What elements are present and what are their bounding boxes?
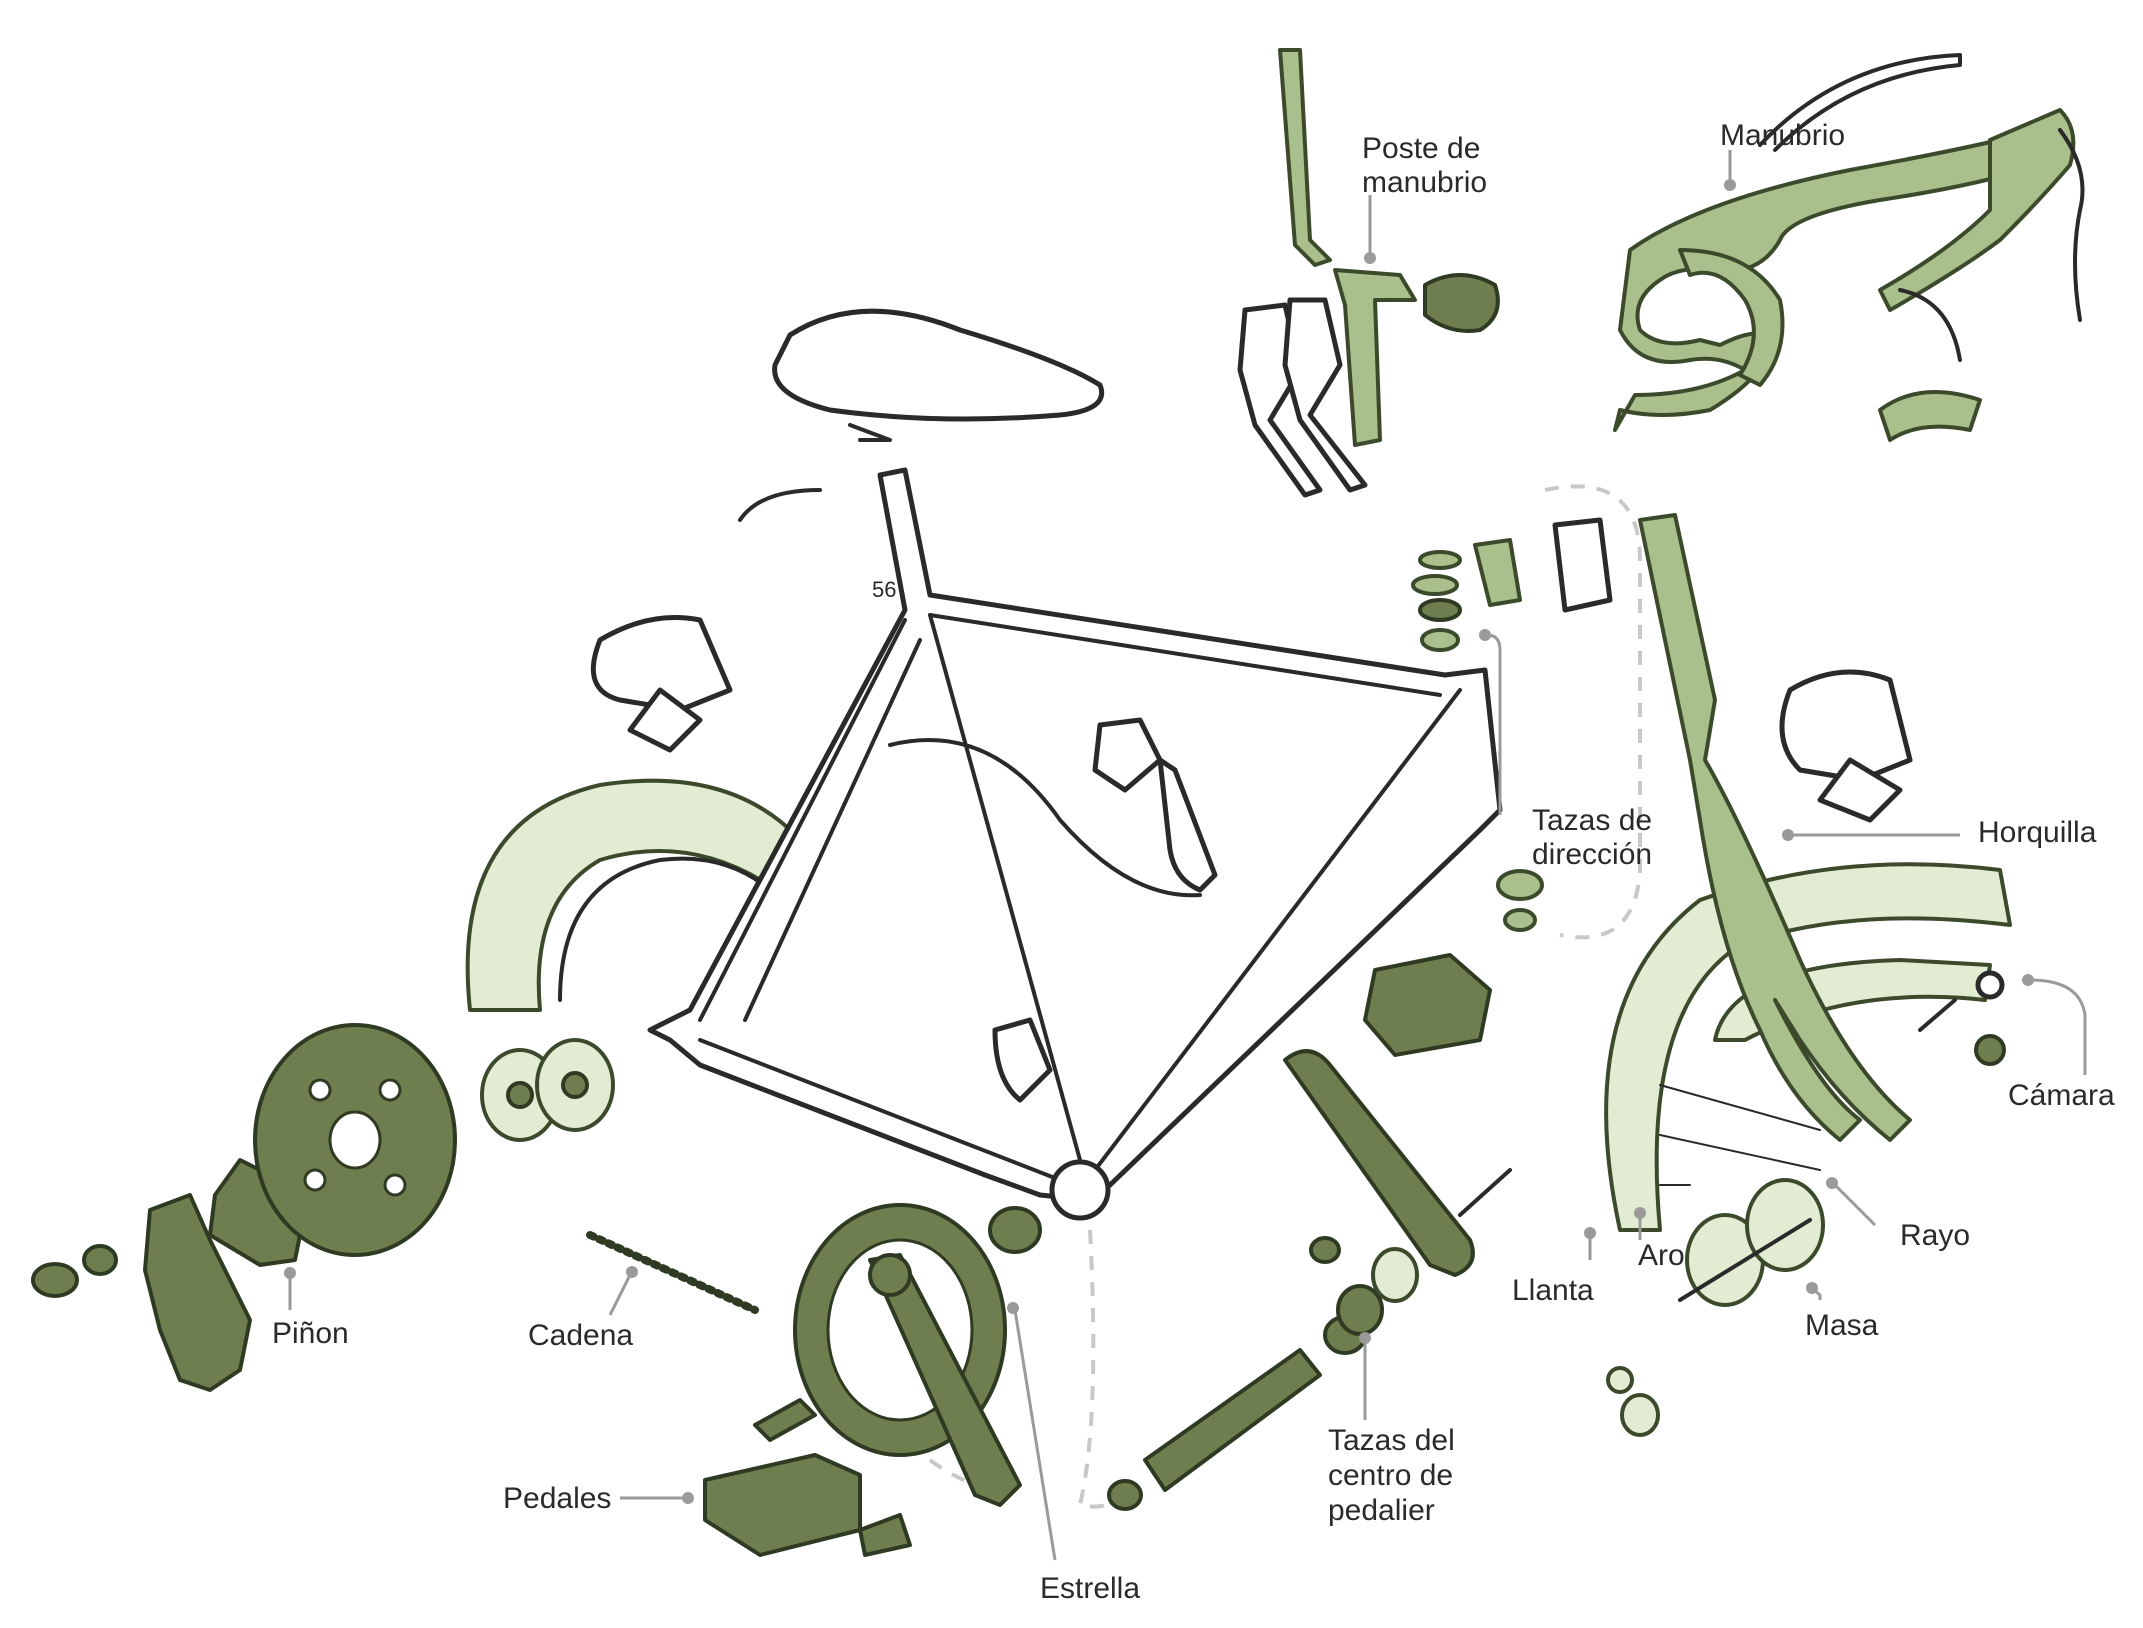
label-sprocket: Piñon	[272, 1317, 349, 1350]
leader-lines	[284, 150, 2087, 1561]
crank-arm	[1283, 1049, 1512, 1277]
label-chain: Cadena	[528, 1319, 633, 1352]
rear-derailleur	[31, 1193, 252, 1392]
label-bottom-bracket-cups: Tazas del centro de pedalier	[1328, 1424, 1463, 1527]
label-fork: Horquilla	[1978, 816, 2097, 849]
bottom-bracket-spindle	[1107, 1236, 1419, 1511]
bike-frame: 56	[647, 467, 1503, 1221]
bottom-bracket-shell	[1049, 1159, 1111, 1221]
label-pedals: Pedales	[503, 1482, 611, 1515]
label-tire: Llanta	[1512, 1274, 1594, 1307]
sprocket-cassette	[208, 1023, 457, 1267]
valve-parts	[1918, 970, 2006, 1066]
brake-levers	[1237, 297, 1368, 498]
chainring-crank	[753, 1203, 1042, 1557]
rear-hub	[480, 1038, 615, 1142]
saddle	[772, 308, 1104, 442]
part-labels: Poste de manubrio Manubrio Tazas de dire…	[272, 119, 2115, 1605]
rear-brake-caliper	[590, 488, 822, 753]
chain	[586, 1231, 759, 1314]
stem	[1278, 48, 1500, 447]
headset-parts	[1411, 517, 1613, 932]
label-stem: Poste de manubrio	[1362, 132, 1489, 199]
label-rim: Aro	[1638, 1239, 1685, 1272]
label-inner-tube: Cámara	[2008, 1079, 2115, 1112]
label-headset-cups: Tazas de dirección	[1532, 804, 1660, 871]
fork	[1638, 513, 1912, 1142]
frame-size-mark: 56	[872, 577, 896, 602]
small-frame-parts	[992, 717, 1218, 1103]
front-hub	[1606, 1178, 1825, 1437]
front-brake-caliper	[1779, 669, 1913, 823]
label-handlebar: Manubrio	[1720, 119, 1845, 152]
pedal-bottom	[703, 1453, 862, 1557]
label-hub: Masa	[1805, 1309, 1879, 1342]
label-chainring: Estrella	[1040, 1572, 1140, 1605]
pedal-top	[1363, 953, 1492, 1057]
handlebar	[1613, 53, 2085, 442]
front-spokes	[1659, 1084, 1821, 1186]
bottom-bracket-guide-line	[1077, 1229, 1121, 1509]
headset-guide-line	[1544, 484, 1642, 940]
label-spoke: Rayo	[1900, 1219, 1970, 1252]
